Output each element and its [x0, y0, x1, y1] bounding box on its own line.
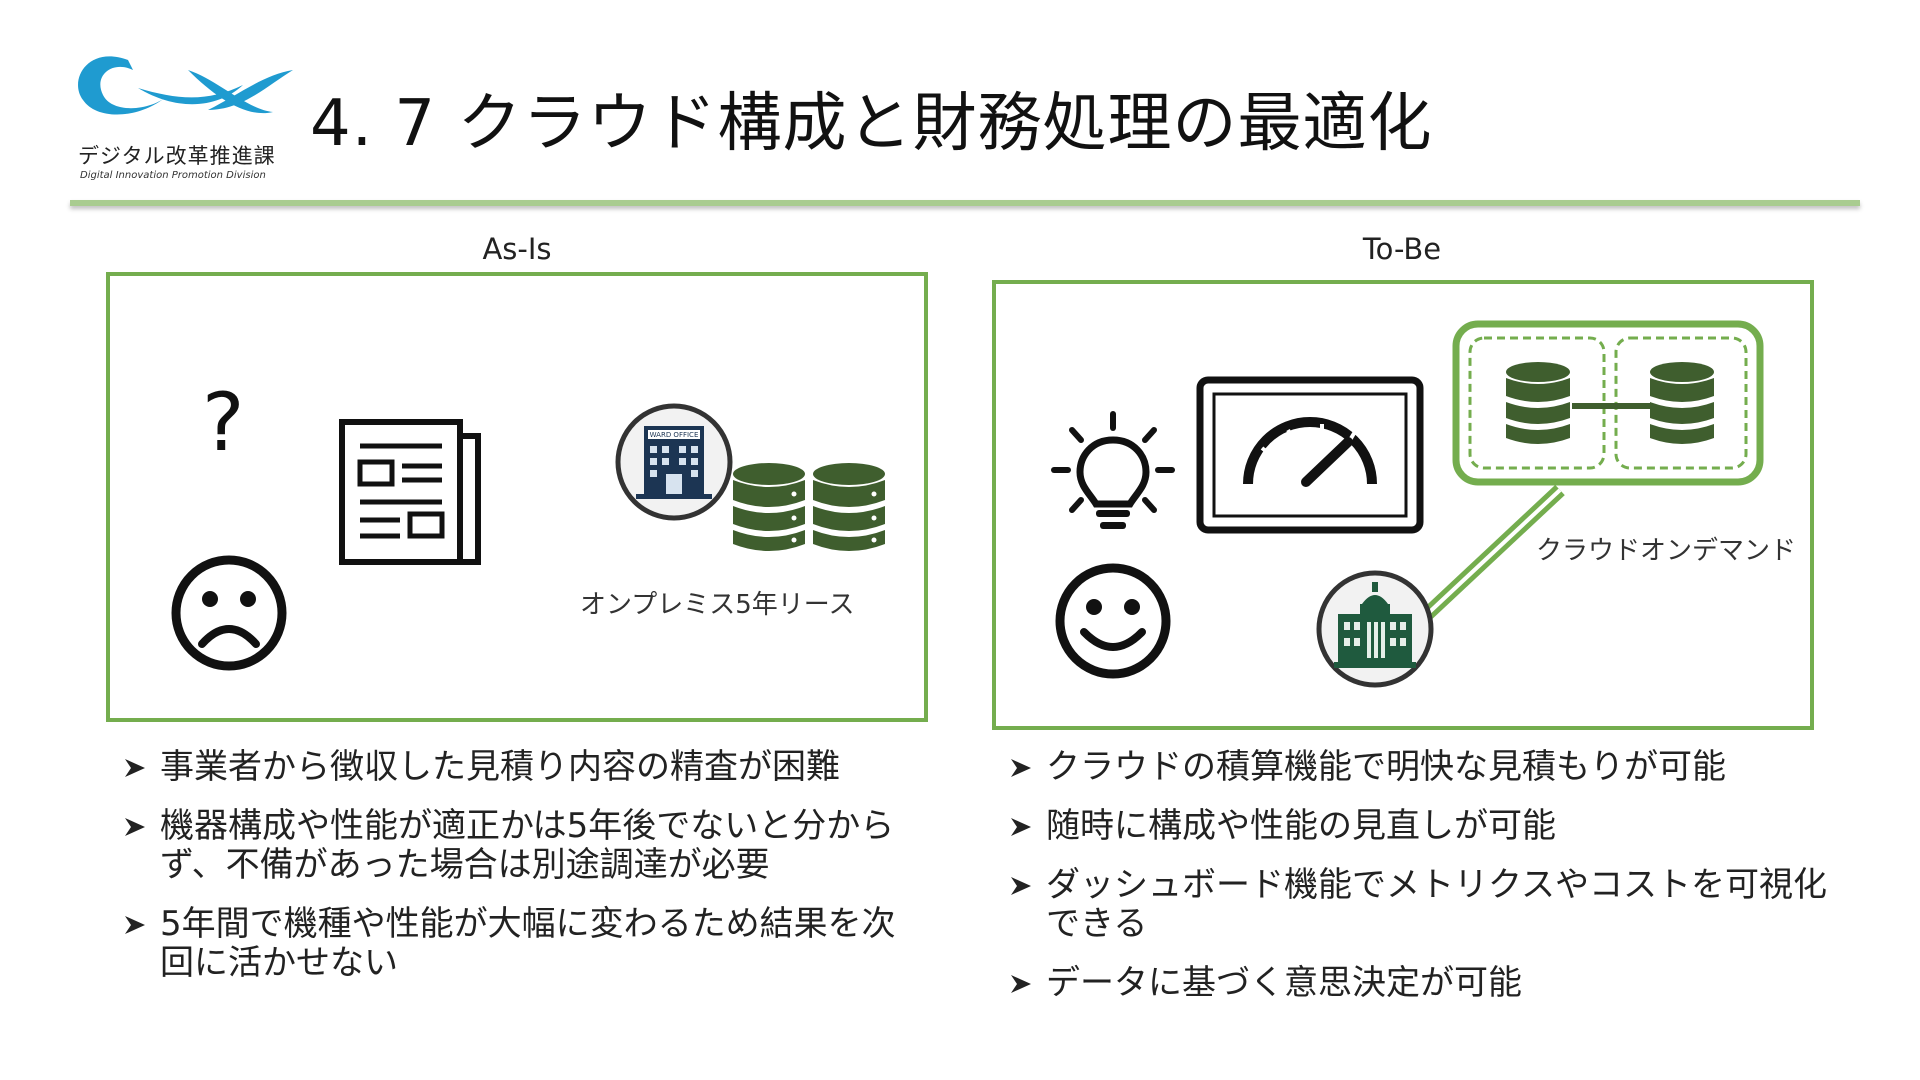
title-divider	[70, 200, 1860, 206]
arrow-bullet-icon	[1011, 759, 1031, 777]
logo-japanese-name: デジタル改革推進課	[78, 144, 276, 168]
database-icon	[813, 463, 885, 551]
database-icon	[733, 463, 805, 551]
arrow-bullet-icon	[125, 818, 145, 836]
list-item: データに基づく意思決定が可能	[1008, 964, 1828, 1003]
document-icon	[339, 419, 481, 565]
wave-logo-icon	[78, 56, 293, 115]
arrow-bullet-icon	[1011, 877, 1031, 895]
ward-office-building-icon: WARD OFFICE	[615, 403, 733, 521]
ward-office-sign: WARD OFFICE	[650, 431, 699, 439]
cloud-database-cluster	[1452, 320, 1764, 486]
list-item: 機器構成や性能が適正かは5年後でないと分からず、不備があった場合は別途調達が必要	[122, 807, 922, 885]
list-item: クラウドの積算機能で明快な見積もりが可能	[1008, 748, 1828, 787]
list-item: 5年間で機種や性能が大幅に変わるため結果を次回に活かせない	[122, 905, 922, 983]
connection-line	[1401, 484, 1565, 640]
tobe-panel: クラウドオンデマンド	[992, 280, 1814, 730]
cloud-ondemand-caption: クラウドオンデマンド	[1536, 536, 1797, 566]
question-mark: ?	[202, 376, 245, 469]
dashboard-gauge-icon	[1196, 376, 1424, 534]
tobe-bullet-list: クラウドの積算機能で明快な見積もりが可能 随時に構成や性能の見直しが可能 ダッシ…	[1008, 748, 1828, 1023]
asis-bullet-list: 事業者から徴収した見積り内容の精査が困難 機器構成や性能が適正かは5年後でないと…	[122, 748, 922, 1003]
arrow-bullet-icon	[125, 759, 145, 777]
happy-face-icon	[1055, 563, 1171, 679]
logo-english-name: Digital Innovation Promotion Division	[80, 170, 266, 181]
list-item: ダッシュボード機能でメトリクスやコストを可視化できる	[1008, 866, 1828, 944]
arrow-bullet-icon	[125, 916, 145, 934]
government-building-icon	[1316, 570, 1434, 688]
list-item: 随時に構成や性能の見直しが可能	[1008, 807, 1828, 846]
sad-face-icon	[171, 555, 287, 671]
list-item: 事業者から徴収した見積り内容の精査が困難	[122, 748, 922, 787]
asis-panel: ? WARD OFFICE	[106, 272, 928, 722]
asis-label: As-Is	[482, 232, 552, 266]
page-title: 4. 7 クラウド構成と財務処理の最適化	[310, 87, 1433, 161]
onpremise-caption: オンプレミス5年リース	[580, 590, 855, 620]
arrow-bullet-icon	[1011, 818, 1031, 836]
arrow-bullet-icon	[1011, 975, 1031, 993]
lightbulb-icon	[1051, 411, 1175, 529]
tobe-label: To-Be	[1362, 232, 1442, 266]
division-logo: デジタル改革推進課 Digital Innovation Promotion D…	[68, 40, 298, 190]
